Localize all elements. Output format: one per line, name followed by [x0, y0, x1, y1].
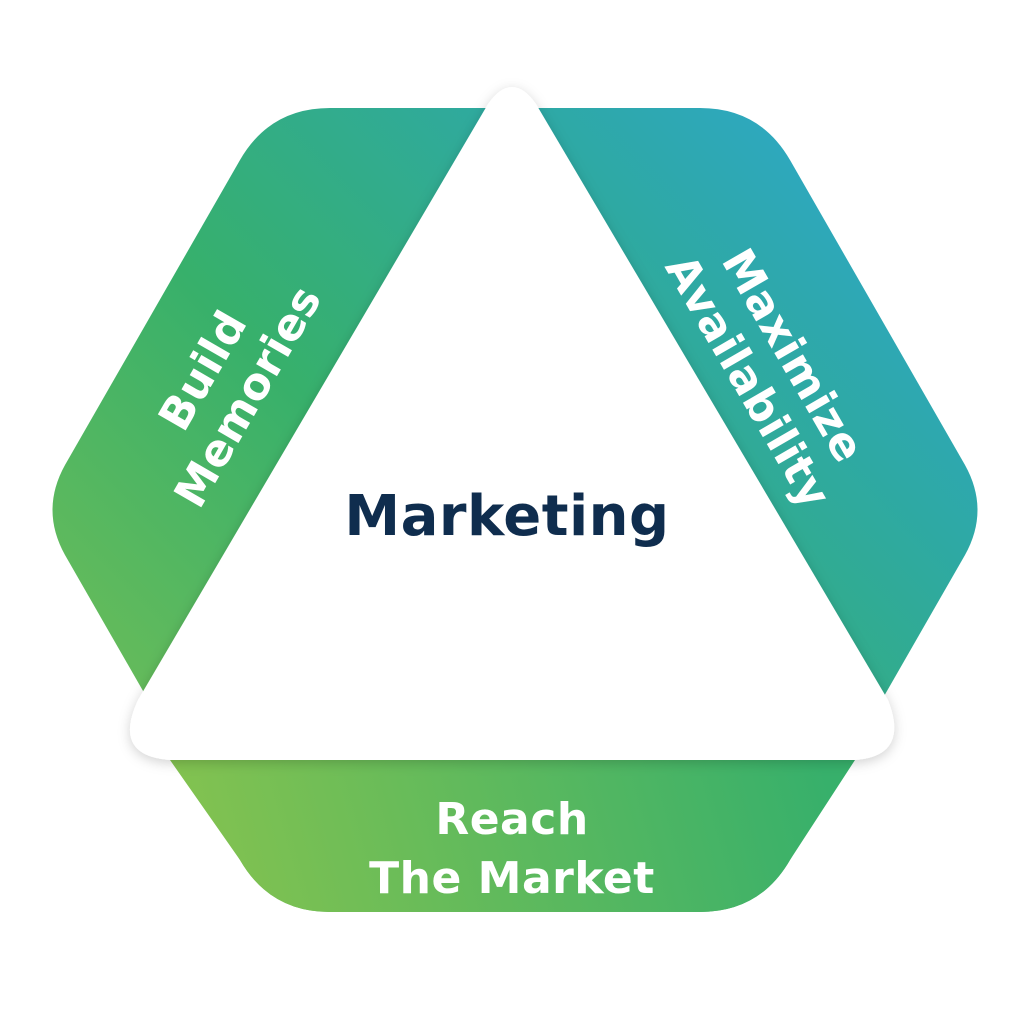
bottom-segment-line2: The Market — [369, 853, 655, 904]
bottom-segment — [170, 760, 855, 912]
center-triangle — [129, 87, 895, 760]
center-label: Marketing — [344, 484, 669, 549]
bottom-segment-line1: Reach — [435, 794, 588, 845]
